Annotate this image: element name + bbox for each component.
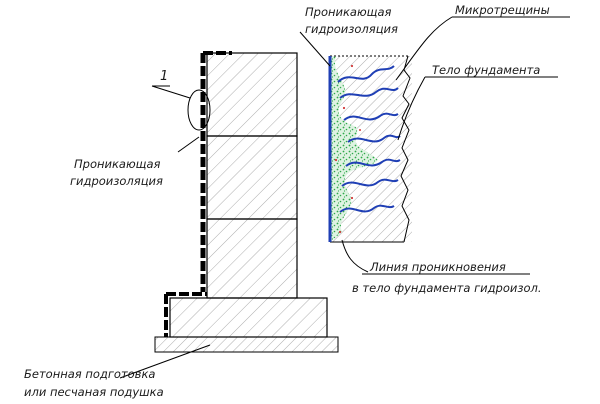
foundation-body-leader bbox=[397, 76, 426, 141]
left-label-line1: Проникающая bbox=[74, 157, 161, 171]
microcrack-6 bbox=[341, 178, 399, 187]
detail-callout-ellipse bbox=[187, 89, 211, 131]
base-label-line2: или песчаная подушка bbox=[24, 385, 164, 399]
microcrack-1 bbox=[337, 65, 395, 83]
left-label-line2: гидроизоляция bbox=[70, 174, 163, 188]
microcrack-4 bbox=[347, 134, 401, 143]
microcracks-leader bbox=[395, 16, 453, 81]
detail-view bbox=[328, 55, 412, 243]
crystal-penetration-zone bbox=[330, 56, 378, 242]
left-label-leader bbox=[177, 136, 200, 153]
penetration-label-line1: Линия проникновения bbox=[369, 260, 506, 274]
wall-block-top bbox=[206, 52, 298, 137]
penetration-leader bbox=[341, 239, 369, 273]
microcrack-3 bbox=[343, 112, 399, 121]
wall-block-bottom bbox=[206, 218, 298, 299]
base-leader bbox=[119, 344, 211, 379]
red-specks bbox=[334, 64, 361, 234]
penetration-label-line2: в тело фундамента гидроизол. bbox=[352, 281, 542, 295]
wall-block-middle bbox=[206, 135, 298, 220]
base-label-line1: Бетонная подготовка bbox=[24, 367, 155, 381]
foundation-body-label: Тело фундамента bbox=[432, 63, 540, 77]
detail-right-edge bbox=[400, 55, 411, 243]
microcrack-7 bbox=[339, 204, 395, 213]
top-label-line2: гидроизоляция bbox=[305, 22, 398, 36]
top-label-leader bbox=[299, 31, 331, 67]
foundation-footing bbox=[169, 297, 328, 338]
top-label-line1: Проникающая bbox=[305, 5, 392, 19]
microcrack-2 bbox=[339, 87, 399, 99]
microcracks-label: Микротрещины bbox=[455, 3, 550, 17]
microcrack-5 bbox=[345, 158, 401, 167]
callout-number: 1 bbox=[160, 69, 168, 84]
concrete-base bbox=[154, 336, 339, 353]
detail-callout-leader bbox=[151, 85, 191, 99]
